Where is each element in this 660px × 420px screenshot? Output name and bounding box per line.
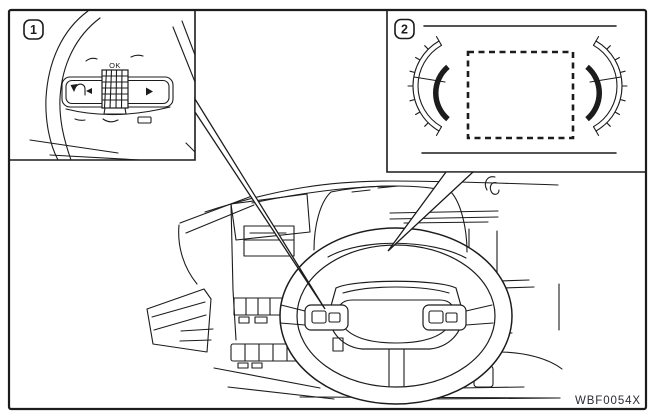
rim-arc-inner bbox=[59, 17, 101, 161]
ok-label: OK bbox=[109, 61, 121, 70]
spoke-lines bbox=[279, 304, 494, 326]
trim-marks-above bbox=[85, 54, 144, 62]
scroll-dial-icon bbox=[101, 69, 129, 115]
trim-marks-below bbox=[74, 118, 119, 123]
a-pillar-lines bbox=[179, 195, 255, 234]
callout-1-number: 1 bbox=[30, 23, 37, 37]
left-vent bbox=[243, 225, 295, 257]
figure-code: WBF0054X bbox=[575, 395, 641, 407]
back-arrow-icon bbox=[70, 83, 86, 96]
hub-seam bbox=[342, 286, 450, 294]
right-gauge-needle-arc bbox=[585, 64, 602, 122]
wheel-inner-rim bbox=[296, 244, 496, 388]
steering-wheel bbox=[279, 185, 513, 405]
wheel-left-tab bbox=[332, 337, 344, 352]
right-spoke-switch bbox=[422, 304, 467, 331]
defroster-swirl-icon bbox=[484, 176, 500, 195]
left-dash-panel bbox=[230, 193, 311, 341]
dash-left-edge bbox=[178, 224, 198, 285]
left-spoke-switch bbox=[304, 304, 349, 331]
left-gauge-ticks bbox=[407, 36, 440, 136]
lower-diagonals bbox=[29, 139, 141, 161]
left-gauge-needle-arc bbox=[433, 64, 450, 122]
pointer-1-leader bbox=[194, 96, 326, 310]
right-gauge-radial-line bbox=[589, 76, 622, 83]
right-gauge-icon bbox=[585, 36, 628, 136]
spoke-contour bbox=[65, 106, 171, 116]
left-gauge-icon bbox=[407, 36, 450, 136]
left-triangle-icon bbox=[86, 88, 92, 94]
inset-2-border bbox=[386, 10, 646, 173]
dashboard-illustration bbox=[146, 176, 563, 405]
left-gauge-radial-line bbox=[413, 76, 446, 83]
pointer-2-leader bbox=[387, 171, 475, 252]
corner-line bbox=[185, 142, 196, 153]
left-button-bank-lower bbox=[179, 328, 306, 369]
callout-1-badge bbox=[23, 19, 44, 40]
inset-steering-switch: 1 OK bbox=[9, 10, 196, 161]
display-dashed-outline bbox=[466, 50, 575, 140]
kick-panel bbox=[146, 288, 212, 353]
inset-instrument-cluster: 2 bbox=[386, 10, 646, 173]
spoke-edge-lines bbox=[172, 20, 196, 83]
right-triangle-icon bbox=[146, 87, 153, 96]
dash-top-edge bbox=[204, 180, 559, 213]
lower-spoke bbox=[388, 348, 405, 387]
callout-2-number: 2 bbox=[401, 23, 408, 37]
right-gauge-ticks bbox=[595, 36, 628, 136]
trim-button-below bbox=[137, 116, 152, 124]
callout-2-badge bbox=[394, 18, 415, 40]
